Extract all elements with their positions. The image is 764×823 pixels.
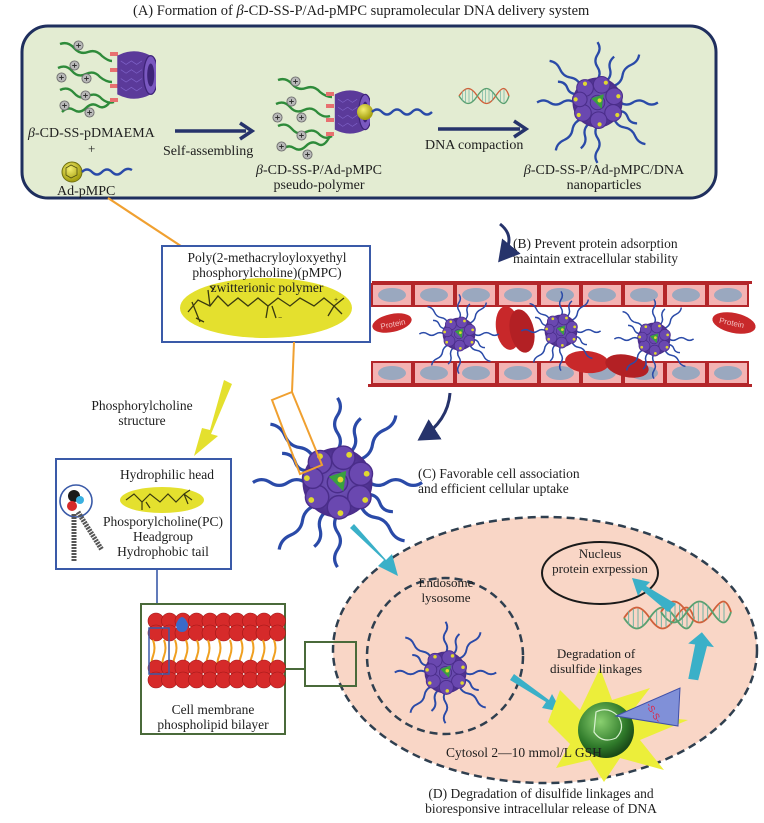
phospholipid-icon <box>59 484 105 562</box>
orange-connector-line <box>107 197 191 253</box>
cd-pdmaema-icon <box>56 40 156 118</box>
guest-label: Ad-pMPC <box>57 184 116 199</box>
dna-release-arrow <box>688 632 714 681</box>
nucleus <box>541 541 659 605</box>
host-label: β-CD-SS-pDMAEMA <box>28 126 155 141</box>
pseudo-polymer-icon <box>272 76 433 160</box>
release-arrow <box>510 674 562 712</box>
panel-c-arrow <box>417 392 452 441</box>
pmpc-highlight <box>180 278 352 338</box>
svg-text:+: + <box>334 297 338 304</box>
uptake-arrow <box>350 524 398 576</box>
zoom-cone <box>614 687 681 727</box>
hydrophilic-head-label: Hydrophilic head <box>119 467 215 482</box>
nanoparticle-icon <box>251 396 424 569</box>
protein-icon <box>712 312 756 334</box>
phosphorylcholine-arrow <box>194 380 232 456</box>
panel-a <box>20 24 718 200</box>
panel-b-arrow <box>498 222 521 263</box>
plus-label: + <box>88 141 96 156</box>
bilayer-icon <box>147 612 286 689</box>
pmpc-structure-icon <box>187 285 345 323</box>
expression-arrow <box>632 578 676 612</box>
zoom-box <box>270 390 324 476</box>
blood-vessel: Protein Protein <box>368 281 756 387</box>
svg-text:−: − <box>278 315 282 322</box>
panel-d-caption: (D) Degradation of disulfide linkages an… <box>425 786 657 816</box>
endosome <box>365 576 525 736</box>
panel-a-title: (A) Formation of β-CD-SS-P/Ad-pMPC supra… <box>133 3 590 19</box>
protein-icon <box>372 313 412 333</box>
red-blood-cell-icon <box>565 350 609 374</box>
ad-pmpc-icon <box>61 161 133 183</box>
dna-compaction-label: DNA compaction <box>425 138 524 153</box>
self-assembling-label: Self-assembling <box>163 144 254 159</box>
cytosol-label: Cytosol 2—10 mmol/L GSH <box>446 745 602 760</box>
pc-structure-icon <box>125 489 193 510</box>
